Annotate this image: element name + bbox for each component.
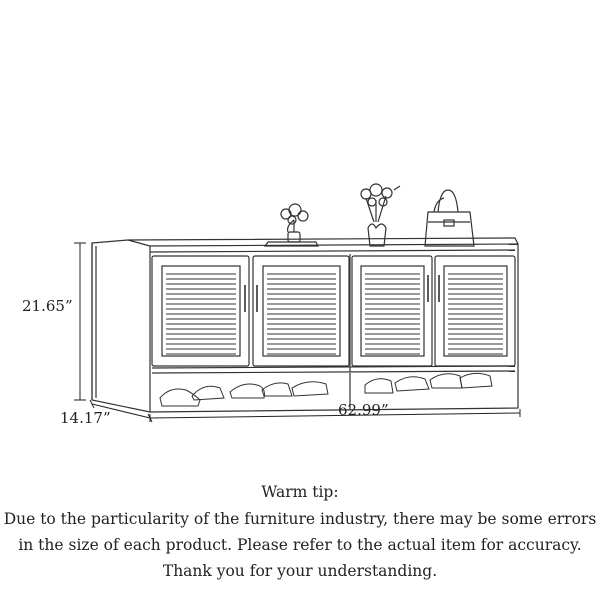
warm-tip-line: in the size of each product. Please refe…: [18, 536, 582, 554]
warm-tip-line: Thank you for your understanding.: [162, 562, 438, 580]
door-2: [252, 255, 350, 367]
shoes: [159, 372, 493, 407]
door-handles: [244, 275, 440, 312]
dimension-lines: [74, 242, 521, 423]
height-dimension-label: 21.65”: [22, 297, 73, 315]
vase-with-flowers: [360, 183, 401, 247]
door-3: [351, 255, 433, 367]
cabinet-doors: [151, 255, 516, 367]
warm-tip-line: Due to the particularity of the furnitur…: [3, 510, 597, 528]
depth-dimension-label: 14.17”: [60, 409, 111, 427]
cabinet-body: [91, 237, 519, 413]
door-4: [434, 255, 516, 367]
door-louvres: [166, 273, 503, 355]
width-dimension-label: 62.99”: [338, 401, 389, 419]
warm-tip-title: Warm tip:: [261, 483, 339, 501]
shoe-cabinet-drawing: [74, 183, 521, 423]
door-1: [151, 255, 250, 367]
handbag: [424, 189, 475, 247]
flower-pot-small: [280, 203, 309, 233]
